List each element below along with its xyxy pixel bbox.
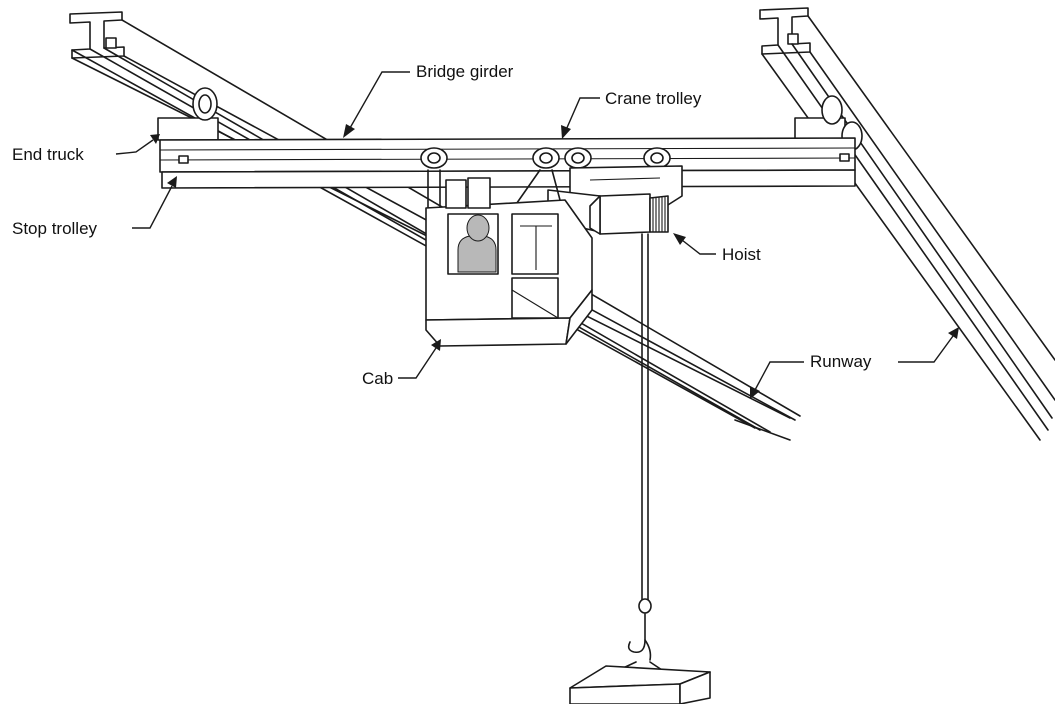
bridge-girder	[159, 137, 856, 189]
trolley-wheels	[420, 147, 671, 169]
hoist	[589, 193, 669, 235]
hook	[627, 598, 652, 661]
label-hoist: Hoist	[722, 245, 761, 264]
leader-crane-trolley	[561, 97, 600, 139]
right-runway	[759, 7, 1055, 441]
operator-figure	[457, 214, 497, 273]
hoist-cable	[641, 233, 649, 601]
label-end-truck: End truck	[12, 145, 84, 164]
label-runway: Runway	[810, 352, 872, 371]
leader-runway-right	[898, 327, 959, 363]
leader-hoist	[673, 233, 716, 255]
label-bridge-girder: Bridge girder	[416, 62, 514, 81]
leader-end-truck	[115, 134, 160, 155]
leader-stop-trolley	[132, 176, 177, 229]
left-end-truck	[157, 87, 219, 141]
leader-runway-left	[750, 361, 804, 399]
label-crane-trolley: Crane trolley	[605, 89, 702, 108]
leader-cab	[398, 339, 441, 379]
label-cab: Cab	[362, 369, 394, 388]
leader-bridge-girder	[343, 71, 410, 138]
load	[569, 661, 711, 704]
label-stop-trolley: Stop trolley	[12, 219, 98, 238]
